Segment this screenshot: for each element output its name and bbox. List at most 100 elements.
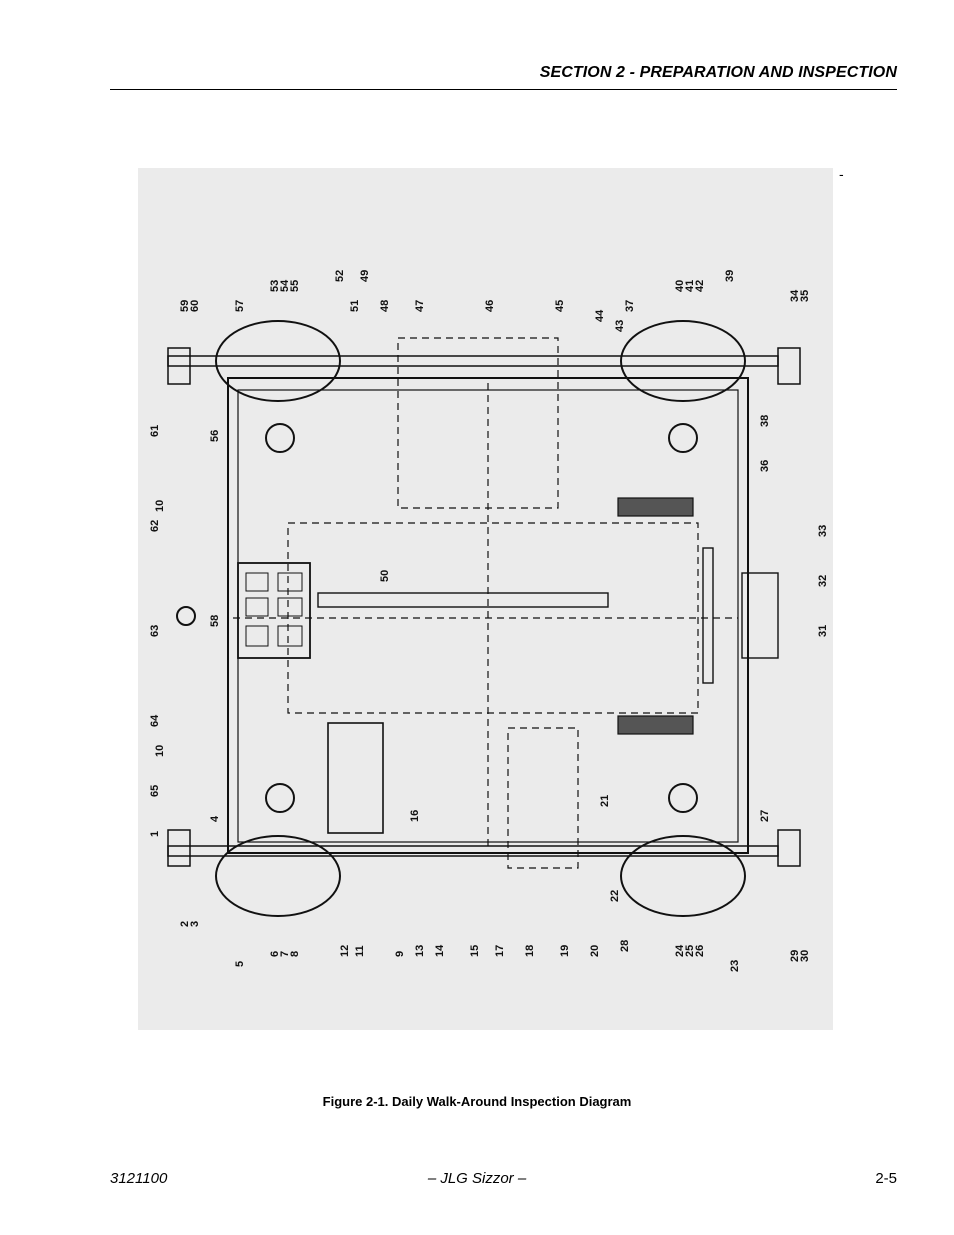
hub-bottom-left [265, 783, 295, 813]
tire-bottom-right [620, 835, 746, 917]
callout-46: 46 [484, 300, 496, 312]
callout-34: 34 [789, 289, 801, 302]
callout-35: 35 [799, 290, 811, 302]
lift-cylinder [317, 592, 609, 608]
callout-8: 8 [289, 951, 301, 957]
engine-outline [397, 337, 559, 509]
callout-29: 29 [789, 950, 801, 962]
callout-19: 19 [559, 945, 571, 957]
callout-20: 20 [589, 945, 601, 957]
tire-top-right [620, 320, 746, 402]
callout-24: 24 [674, 944, 686, 957]
callout-52: 52 [334, 270, 346, 282]
hydraulic-tank-outline [507, 727, 579, 869]
callout-62: 62 [149, 520, 161, 532]
rear-panel [741, 572, 779, 659]
callout-49: 49 [359, 270, 371, 282]
hydraulic-tube [702, 547, 714, 684]
section-header-title: SECTION 2 - PREPARATION AND INSPECTION [539, 64, 897, 81]
callout-64: 64 [149, 714, 161, 727]
callout-10: 10 [154, 745, 166, 757]
tire-top-left [215, 320, 341, 402]
bracket-top-right [777, 347, 801, 385]
figure-caption: Figure 2-1. Daily Walk-Around Inspection… [322, 1094, 632, 1109]
tire-bottom-left [215, 835, 341, 917]
scissor-arm-outline [287, 522, 699, 714]
hub-top-left [265, 423, 295, 453]
callout-15: 15 [469, 945, 481, 957]
callout-12: 12 [339, 945, 351, 957]
callout-32: 32 [817, 575, 829, 587]
callout-44: 44 [594, 309, 606, 322]
callout-21: 21 [599, 795, 611, 807]
callout-31: 31 [817, 625, 829, 637]
callout-45: 45 [554, 300, 566, 312]
callout-63: 63 [149, 625, 161, 637]
bracket-top-left [167, 347, 191, 385]
hub-bottom-right [668, 783, 698, 813]
bracket-bottom-left [167, 829, 191, 867]
callout-25: 25 [684, 945, 696, 957]
callout-59: 59 [179, 300, 191, 312]
callout-6: 6 [269, 951, 281, 957]
callout-27: 27 [759, 810, 771, 822]
bottom-side-rail [167, 845, 779, 857]
callout-43: 43 [614, 320, 626, 332]
callout-3: 3 [189, 921, 201, 927]
gauge [176, 606, 196, 626]
callout-26: 26 [694, 945, 706, 957]
callout-30: 30 [799, 950, 811, 962]
callout-37: 37 [624, 300, 636, 312]
callout-16: 16 [409, 810, 421, 822]
stray-mark: - [839, 166, 844, 182]
callout-48: 48 [379, 300, 391, 312]
stop-block-top [617, 497, 694, 517]
callout-11: 11 [354, 945, 366, 957]
callout-55: 55 [289, 280, 301, 292]
stop-block-bottom [617, 715, 694, 735]
callout-53: 53 [269, 280, 281, 292]
callout-50: 50 [379, 570, 391, 582]
chassis-frame-outer [227, 377, 749, 854]
callout-18: 18 [524, 945, 536, 957]
callout-36: 36 [759, 460, 771, 472]
callout-38: 38 [759, 415, 771, 427]
callout-65: 65 [149, 785, 161, 797]
callout-56: 56 [209, 430, 221, 442]
callout-47: 47 [414, 300, 426, 312]
page-number: 2-5 [875, 1170, 897, 1187]
callout-4: 4 [209, 815, 221, 822]
top-side-rail [167, 355, 779, 367]
header-rule [110, 89, 897, 90]
callout-2: 2 [179, 921, 191, 927]
callout-17: 17 [494, 945, 506, 957]
callout-51: 51 [349, 300, 361, 312]
callout-28: 28 [619, 940, 631, 952]
callout-5: 5 [234, 961, 246, 967]
callout-61: 61 [149, 425, 161, 437]
callout-42: 42 [694, 280, 706, 292]
callout-23: 23 [729, 960, 741, 972]
callout-7: 7 [279, 951, 291, 957]
callout-39: 39 [724, 270, 736, 282]
callout-57: 57 [234, 300, 246, 312]
callout-10: 10 [154, 500, 166, 512]
callout-60: 60 [189, 300, 201, 312]
callout-22: 22 [609, 890, 621, 902]
callout-41: 41 [684, 280, 696, 292]
callout-14: 14 [434, 944, 446, 957]
hub-top-right [668, 423, 698, 453]
callout-9: 9 [394, 951, 406, 957]
callout-58: 58 [209, 615, 221, 627]
callout-40: 40 [674, 280, 686, 292]
doc-number: 3121100 [110, 1170, 168, 1187]
callout-1: 1 [149, 831, 161, 837]
callout-33: 33 [817, 525, 829, 537]
bracket-bottom-right [777, 829, 801, 867]
callout-54: 54 [279, 279, 291, 292]
callout-13: 13 [414, 945, 426, 957]
battery-box [327, 722, 384, 834]
product-name: – JLG Sizzor – [427, 1170, 527, 1187]
